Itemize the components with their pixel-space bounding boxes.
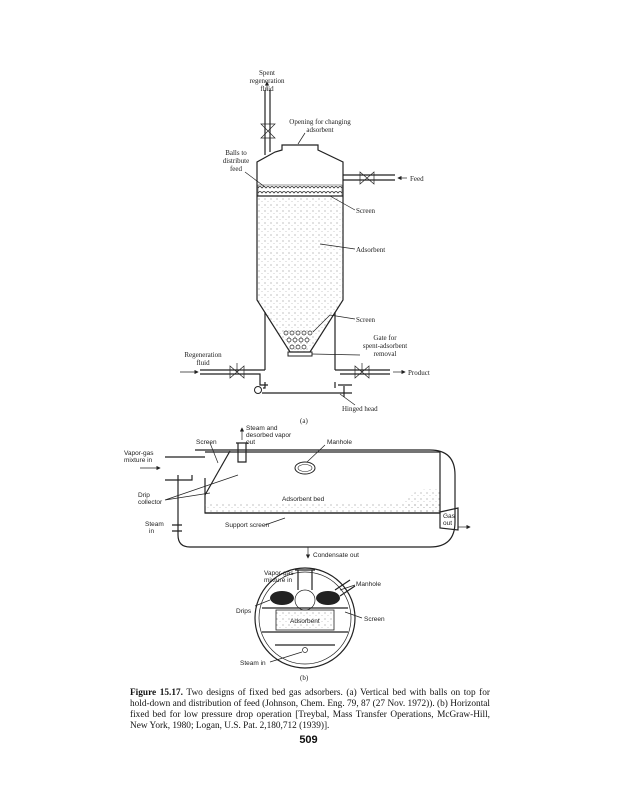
- valve-icon: [229, 363, 245, 379]
- svg-text:(b): (b): [300, 674, 309, 682]
- svg-text:Condensate out: Condensate out: [313, 552, 359, 559]
- caption-label: Figure 15.17.: [130, 688, 183, 698]
- svg-text:Hinged head: Hinged head: [342, 405, 378, 413]
- svg-text:Adsorbent: Adsorbent: [290, 618, 320, 625]
- cross-section-view: [254, 567, 363, 669]
- valve-icon: [260, 123, 276, 139]
- svg-text:Product: Product: [408, 369, 430, 377]
- page-number: 509: [299, 734, 318, 746]
- svg-text:Adsorbent: Adsorbent: [356, 246, 385, 254]
- bottom-balls: [283, 330, 313, 350]
- svg-text:Screen: Screen: [356, 207, 376, 215]
- valve-icon: [354, 363, 370, 379]
- manhole-icon: [294, 461, 316, 475]
- svg-text:Drips: Drips: [236, 608, 252, 615]
- vertical-adsorber-vessel: [180, 81, 407, 406]
- svg-text:Screen: Screen: [364, 616, 385, 623]
- svg-text:Manhole: Manhole: [356, 581, 381, 588]
- svg-text:Feed: Feed: [410, 175, 424, 183]
- svg-text:Screen: Screen: [356, 316, 376, 324]
- horizontal-adsorber-vessel: [140, 427, 471, 559]
- svg-text:Screen: Screen: [196, 439, 217, 446]
- hold-down-balls: [257, 184, 343, 197]
- caption-text: Two designs of fixed bed gas adsorbers. …: [130, 688, 491, 731]
- svg-text:Support screen: Support screen: [225, 522, 269, 529]
- inclined-screen: [204, 450, 231, 496]
- valve-icon: [359, 171, 375, 185]
- svg-text:(a): (a): [300, 417, 308, 425]
- svg-text:Manhole: Manhole: [327, 439, 352, 446]
- svg-text:Adsorbent bed: Adsorbent bed: [282, 496, 325, 503]
- svg-text:Steam in: Steam in: [240, 660, 266, 667]
- hinge-icon: [254, 386, 262, 394]
- figure-caption: Figure 15.17. Two designs of fixed bed g…: [130, 688, 490, 732]
